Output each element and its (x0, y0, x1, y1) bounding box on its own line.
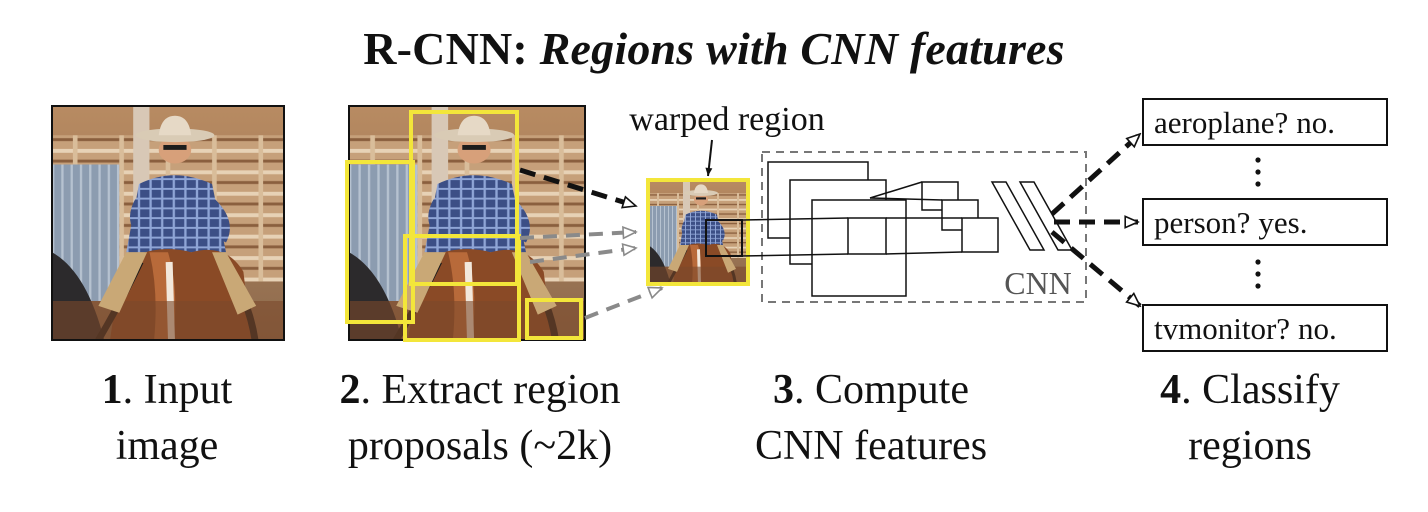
step-line-2: regions (1188, 423, 1312, 469)
proposal-box-horse (403, 234, 521, 342)
warped-region-label: warped region (629, 101, 824, 138)
proposals-image (345, 105, 586, 342)
arrow-to-class-tvmonitor (1050, 230, 1142, 308)
input-image (51, 105, 285, 341)
step-line-2: image (115, 423, 219, 469)
step-line-1: . Classify (1181, 367, 1340, 413)
arrow-to-class-aeroplane (1050, 132, 1142, 216)
step-line-2: proposals (~2k) (347, 423, 613, 469)
class-box-aeroplane: aeroplane?no. (1142, 98, 1388, 146)
step-line-2: CNN features (754, 423, 988, 469)
class-box-tvmonitor: tvmonitor?no. (1142, 304, 1388, 352)
svg-text:aeroplane?no.: aeroplane?no. (1154, 105, 1335, 140)
vertical-ellipsis-1 (1255, 157, 1261, 187)
title-prefix: R-CNN: (363, 23, 540, 74)
svg-text:tvmonitor?no.: tvmonitor?no. (1154, 311, 1337, 346)
cnn-dashed-frame (761, 151, 1087, 303)
step-line-1: . Input (122, 367, 233, 413)
step-3-caption: 3. Compute CNN features (716, 362, 1026, 474)
arrow-proposal-to-warp-gray-1 (519, 232, 636, 240)
arrow-proposal-to-warp (519, 167, 636, 206)
step-number: 1 (101, 367, 123, 413)
step-line-1: . Compute (794, 367, 969, 413)
arrow-proposal-to-warp-gray-3 (584, 286, 662, 320)
class-verdict: no. (1298, 311, 1337, 346)
step-number: 3 (773, 367, 794, 413)
class-box-person: person?yes. (1142, 198, 1388, 246)
step-number: 2 (339, 367, 361, 413)
class-verdict: yes. (1258, 205, 1307, 240)
step-line-1: . Extract region (360, 367, 621, 413)
step-4-caption: 4. Classify regions (1132, 362, 1368, 474)
cnn-block: CNN (741, 151, 1087, 303)
proposal-box-left (345, 160, 415, 324)
step-1-caption: 1. Input image (62, 362, 272, 474)
class-name: tvmonitor? (1154, 311, 1290, 346)
class-name: aeroplane? (1154, 105, 1288, 140)
proposal-box-small (525, 298, 583, 340)
rcnn-diagram: warped region (51, 98, 1388, 352)
cnn-label: CNN (1004, 265, 1072, 301)
title-emphasis: Regions with CNN features (539, 23, 1065, 74)
step-2-caption: 2. Extract region proposals (~2k) (300, 362, 660, 474)
warped-region-image (646, 178, 750, 286)
vertical-ellipsis-2 (1255, 259, 1261, 289)
class-verdict: no. (1296, 105, 1335, 140)
step-number: 4 (1160, 367, 1182, 413)
arrow-proposal-to-warp-gray-2 (529, 248, 636, 264)
class-name: person? (1154, 205, 1250, 240)
warped-region-pointer (705, 139, 713, 177)
diagram-title: R-CNN: Regions with CNN features (0, 22, 1428, 75)
svg-text:person?yes.: person?yes. (1154, 205, 1307, 240)
